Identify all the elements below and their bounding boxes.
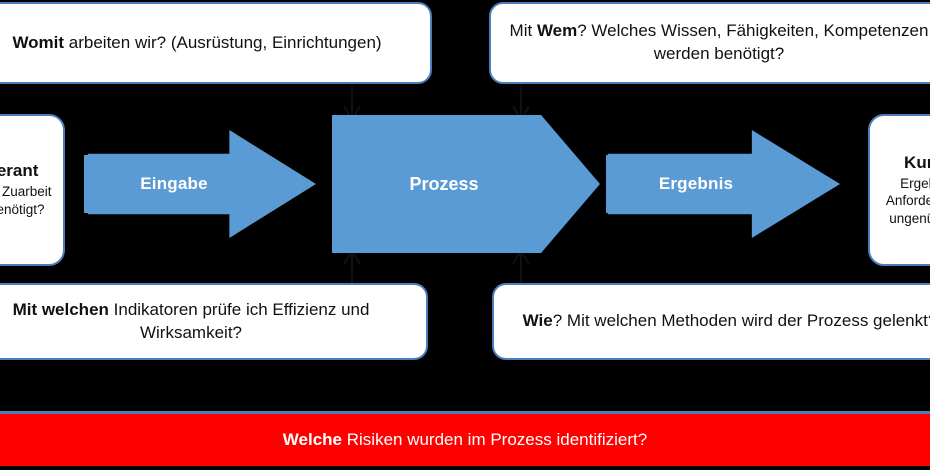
- process-shape: Prozess: [332, 115, 600, 253]
- process-label: Prozess: [409, 173, 479, 194]
- supplier-subtext: Welche Zuarbeit wird benötigt?: [0, 184, 52, 217]
- input-arrow-label: Eingabe: [140, 174, 208, 193]
- people-text: ? Welches Wissen, Fähigkeiten, Kompetenz…: [577, 21, 929, 63]
- methods-question-box: Wie? Mit welchen Methoden wird der Proze…: [492, 283, 930, 360]
- people-lead-text: Mit: [509, 21, 537, 41]
- supplier-title: Lieferant: [0, 161, 39, 181]
- risk-bold-text: Welche: [282, 430, 343, 449]
- equipment-bold-text: Womit: [12, 32, 65, 52]
- methods-text: ? Mit welchen Methoden wird der Prozess …: [552, 311, 930, 331]
- output-arrow-label: Ergebnis: [658, 174, 734, 193]
- people-question-box: Mit Wem? Welches Wissen, Fähigkeiten, Ko…: [489, 2, 930, 84]
- equipment-text: arbeiten wir? (Ausrüstung, Einrichtungen…: [64, 32, 382, 52]
- risk-banner: Welche Risiken wurden im Prozess identif…: [0, 411, 930, 466]
- indicators-text: Indikatoren prüfe ich Effizienz und Wirk…: [108, 299, 370, 342]
- customer-box: Kunde Ergebnis / Anforderungen ungenügen…: [868, 114, 930, 266]
- methods-bold-text: Wie: [522, 311, 553, 331]
- supplier-box: Lieferant Welche Zuarbeit wird benötigt?: [0, 114, 65, 266]
- customer-subtext: Ergebnis / Anforderungen ungenügend?: [885, 175, 930, 226]
- risk-text: Risiken wurden im Prozess identifiziert?: [342, 430, 648, 449]
- indicators-question-box: Mit welchen Indikatoren prüfe ich Effizi…: [0, 283, 428, 360]
- equipment-question-box: Womit arbeiten wir? (Ausrüstung, Einrich…: [0, 2, 432, 84]
- people-bold-text: Wem: [536, 21, 578, 41]
- indicators-bold-text: Mit welchen: [12, 299, 109, 319]
- customer-title: Kunde: [904, 152, 930, 172]
